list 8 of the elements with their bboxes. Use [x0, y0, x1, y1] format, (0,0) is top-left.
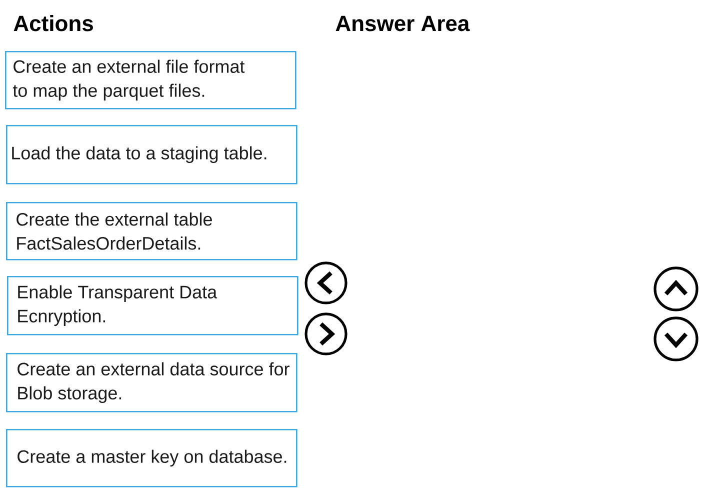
step-box: Create an external data source for Blob storage. [6, 352, 298, 412]
step-box: Enable Transparent Data Ecnryption. [7, 276, 298, 336]
step-box: Create the external table FactSalesOrderDetails. [6, 202, 298, 260]
step-box: Load the data to a staging table. [6, 125, 298, 184]
heading: Answer Area [336, 16, 470, 32]
step-box: Create an external file format to map the parquet files. [5, 51, 296, 110]
heading: Actions [14, 15, 93, 32]
step-box: Create a master key on database. [6, 428, 298, 488]
